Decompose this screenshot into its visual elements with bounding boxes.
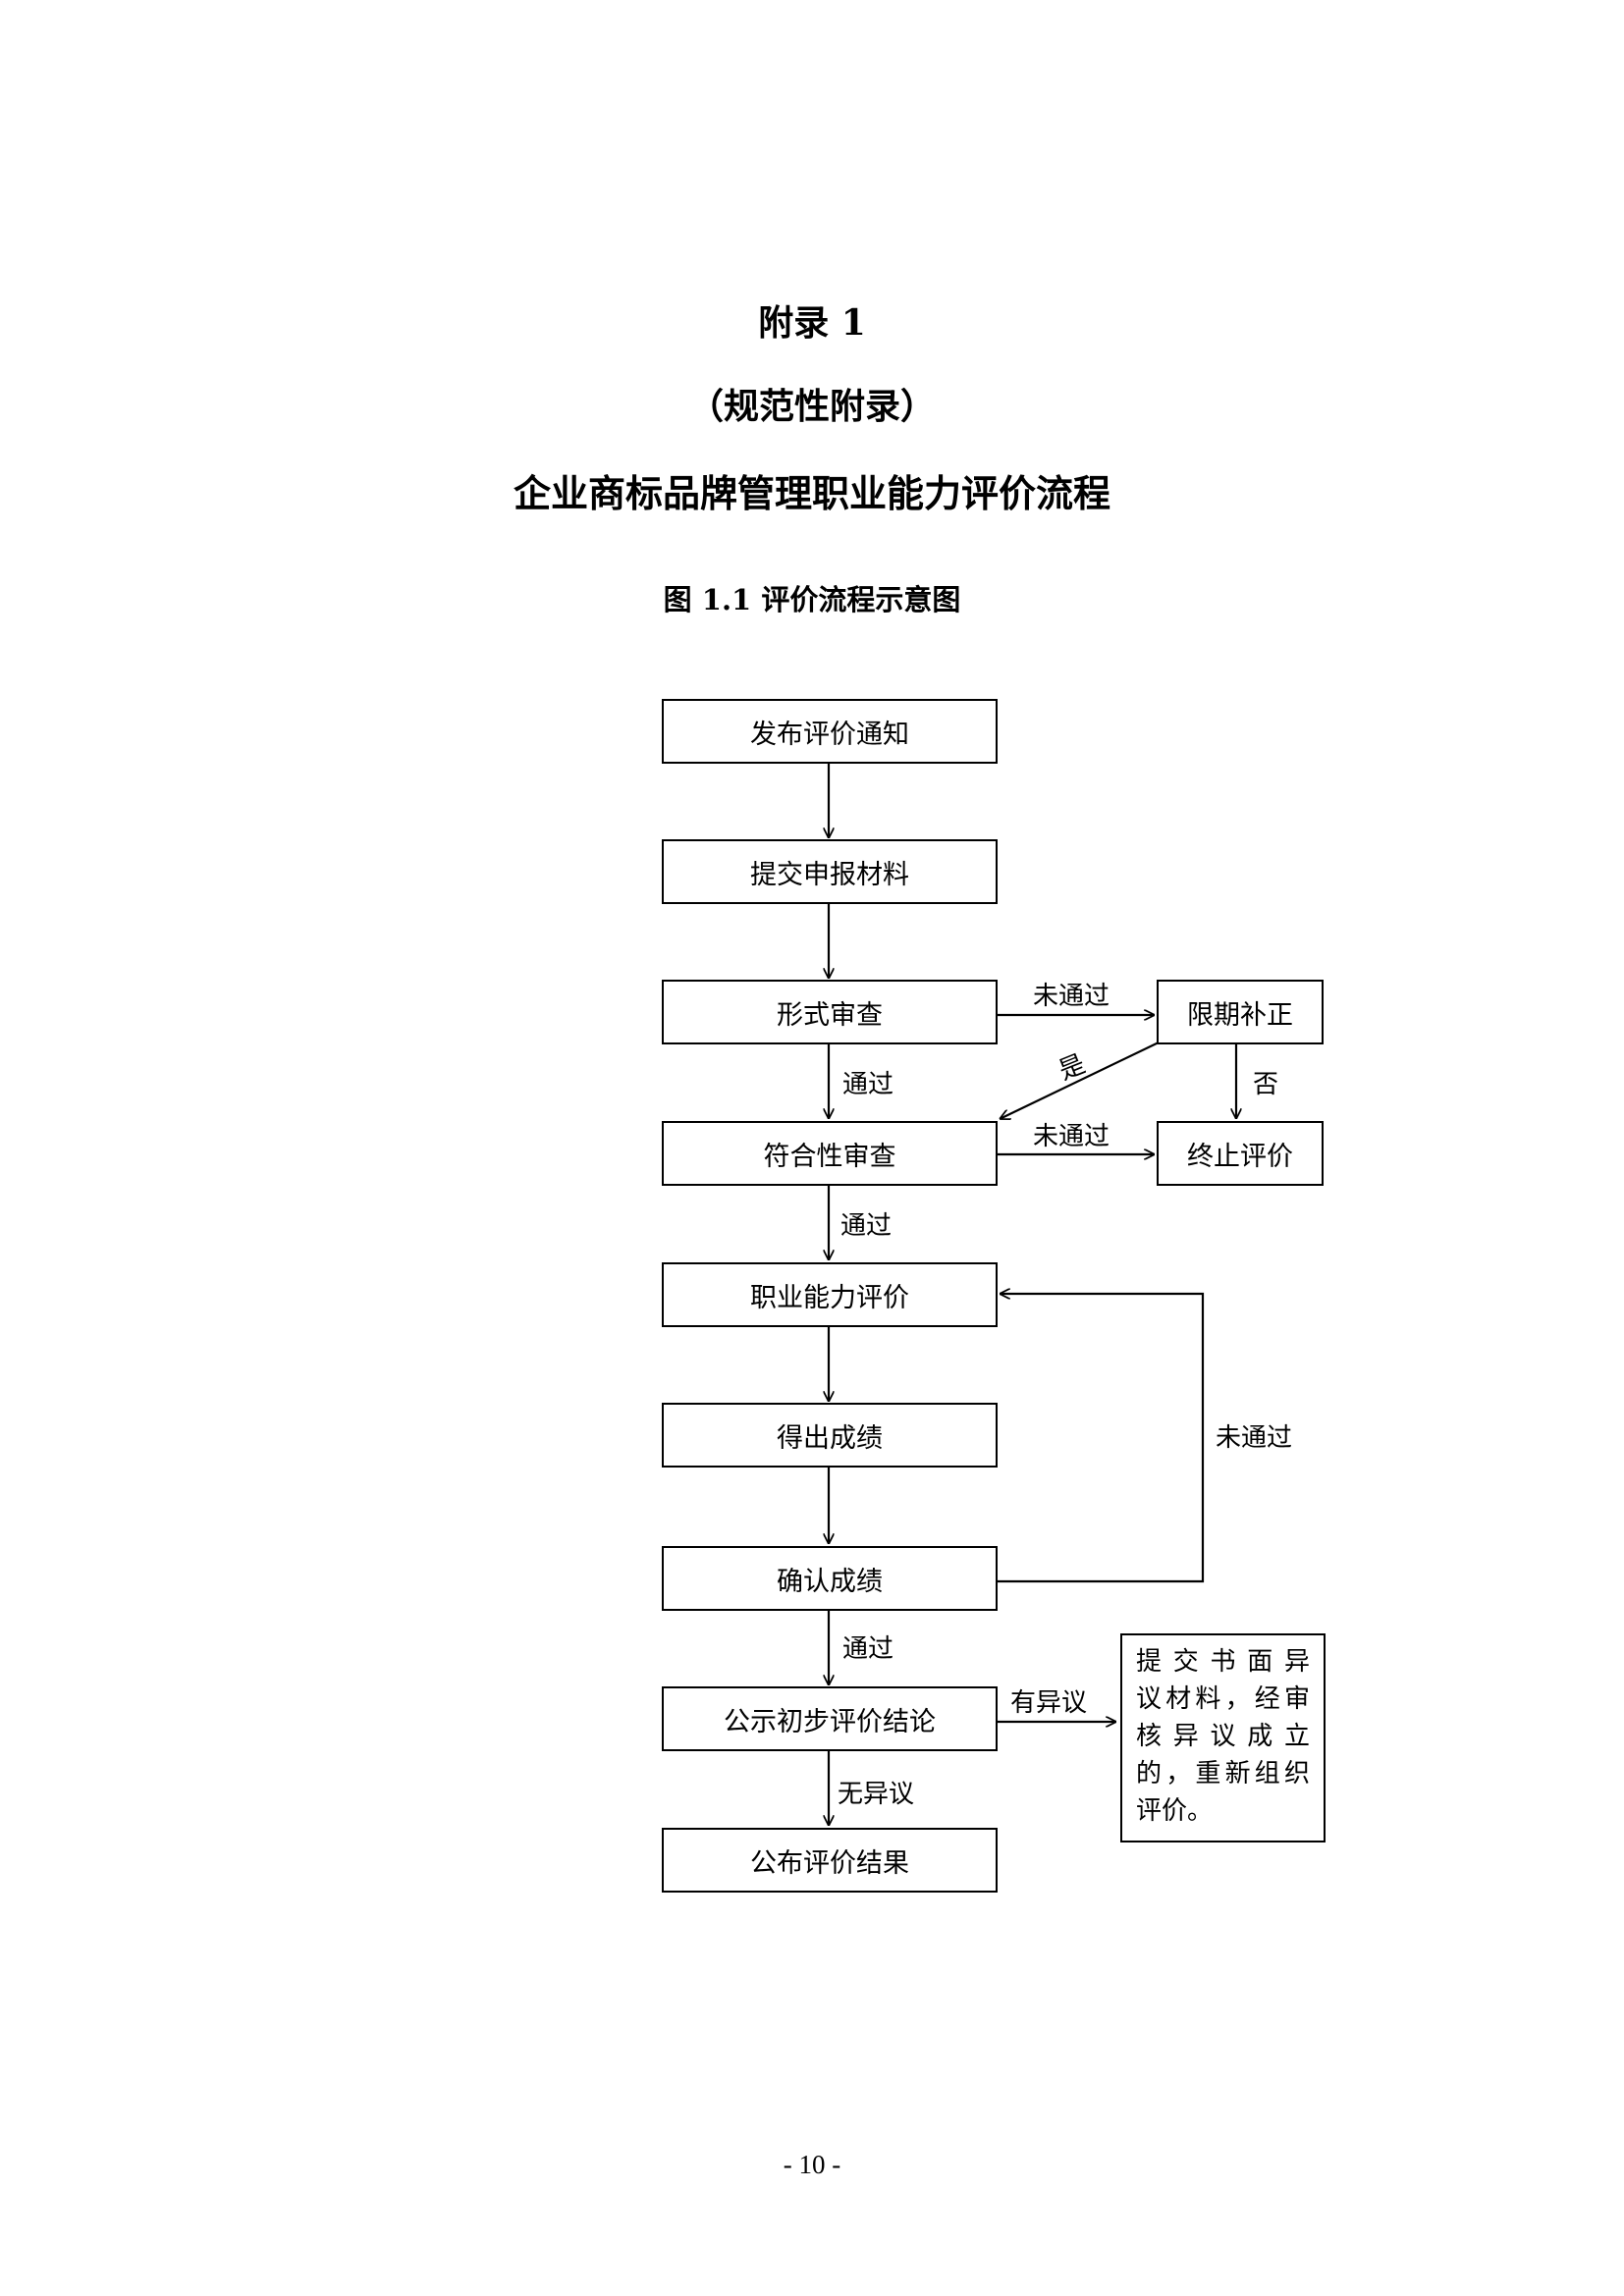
note-line: 提交书面异 xyxy=(1136,1647,1310,1677)
label-no-objection: 无异议 xyxy=(838,1780,915,1809)
edge-confirm-back-to-ability xyxy=(996,1294,1205,1583)
node-submit-materials: 提交申报材料 xyxy=(662,839,998,904)
document-title: 企业商标品牌管理职业能力评价流程 xyxy=(513,471,1110,515)
label-compliance-fail: 未通过 xyxy=(1033,1122,1110,1151)
label-correction-no: 否 xyxy=(1253,1070,1279,1099)
label-formal-pass: 通过 xyxy=(842,1070,894,1099)
edge-correction-to-compliance xyxy=(1000,1041,1160,1119)
label-confirm-fail: 未通过 xyxy=(1216,1423,1293,1453)
label-confirm-pass: 通过 xyxy=(842,1634,894,1664)
node-objection-note: 提交书面异 议材料，经审 核异议成立 的，重新组织 评价。 xyxy=(1120,1633,1326,1842)
normative-label: （规范性附录） xyxy=(687,386,936,427)
node-correction: 限期补正 xyxy=(1157,980,1324,1044)
node-ability-evaluation: 职业能力评价 xyxy=(662,1262,998,1327)
note-line: 的，重新组织 xyxy=(1136,1759,1310,1789)
node-confirm-scores: 确认成绩 xyxy=(662,1546,998,1611)
note-line: 评价。 xyxy=(1136,1796,1214,1826)
node-publish-results: 公布评价结果 xyxy=(662,1828,998,1893)
node-compliance-review: 符合性审查 xyxy=(662,1121,998,1186)
label-objection: 有异议 xyxy=(1010,1688,1088,1718)
label-formal-fail: 未通过 xyxy=(1033,982,1110,1011)
node-publicize-preliminary: 公示初步评价结论 xyxy=(662,1686,998,1751)
node-get-scores: 得出成绩 xyxy=(662,1403,998,1468)
node-formal-review: 形式审查 xyxy=(662,980,998,1044)
page-number: - 10 - xyxy=(783,2150,841,2179)
figure-caption: 图 1.1 评价流程示意图 xyxy=(663,583,961,616)
note-line: 议材料，经审 xyxy=(1136,1684,1310,1714)
label-compliance-pass: 通过 xyxy=(840,1211,893,1241)
note-line: 核异议成立 xyxy=(1136,1722,1310,1751)
node-terminate: 终止评价 xyxy=(1157,1121,1324,1186)
appendix-title: 附录 1 xyxy=(758,302,866,344)
node-publish-notice: 发布评价通知 xyxy=(662,699,998,764)
